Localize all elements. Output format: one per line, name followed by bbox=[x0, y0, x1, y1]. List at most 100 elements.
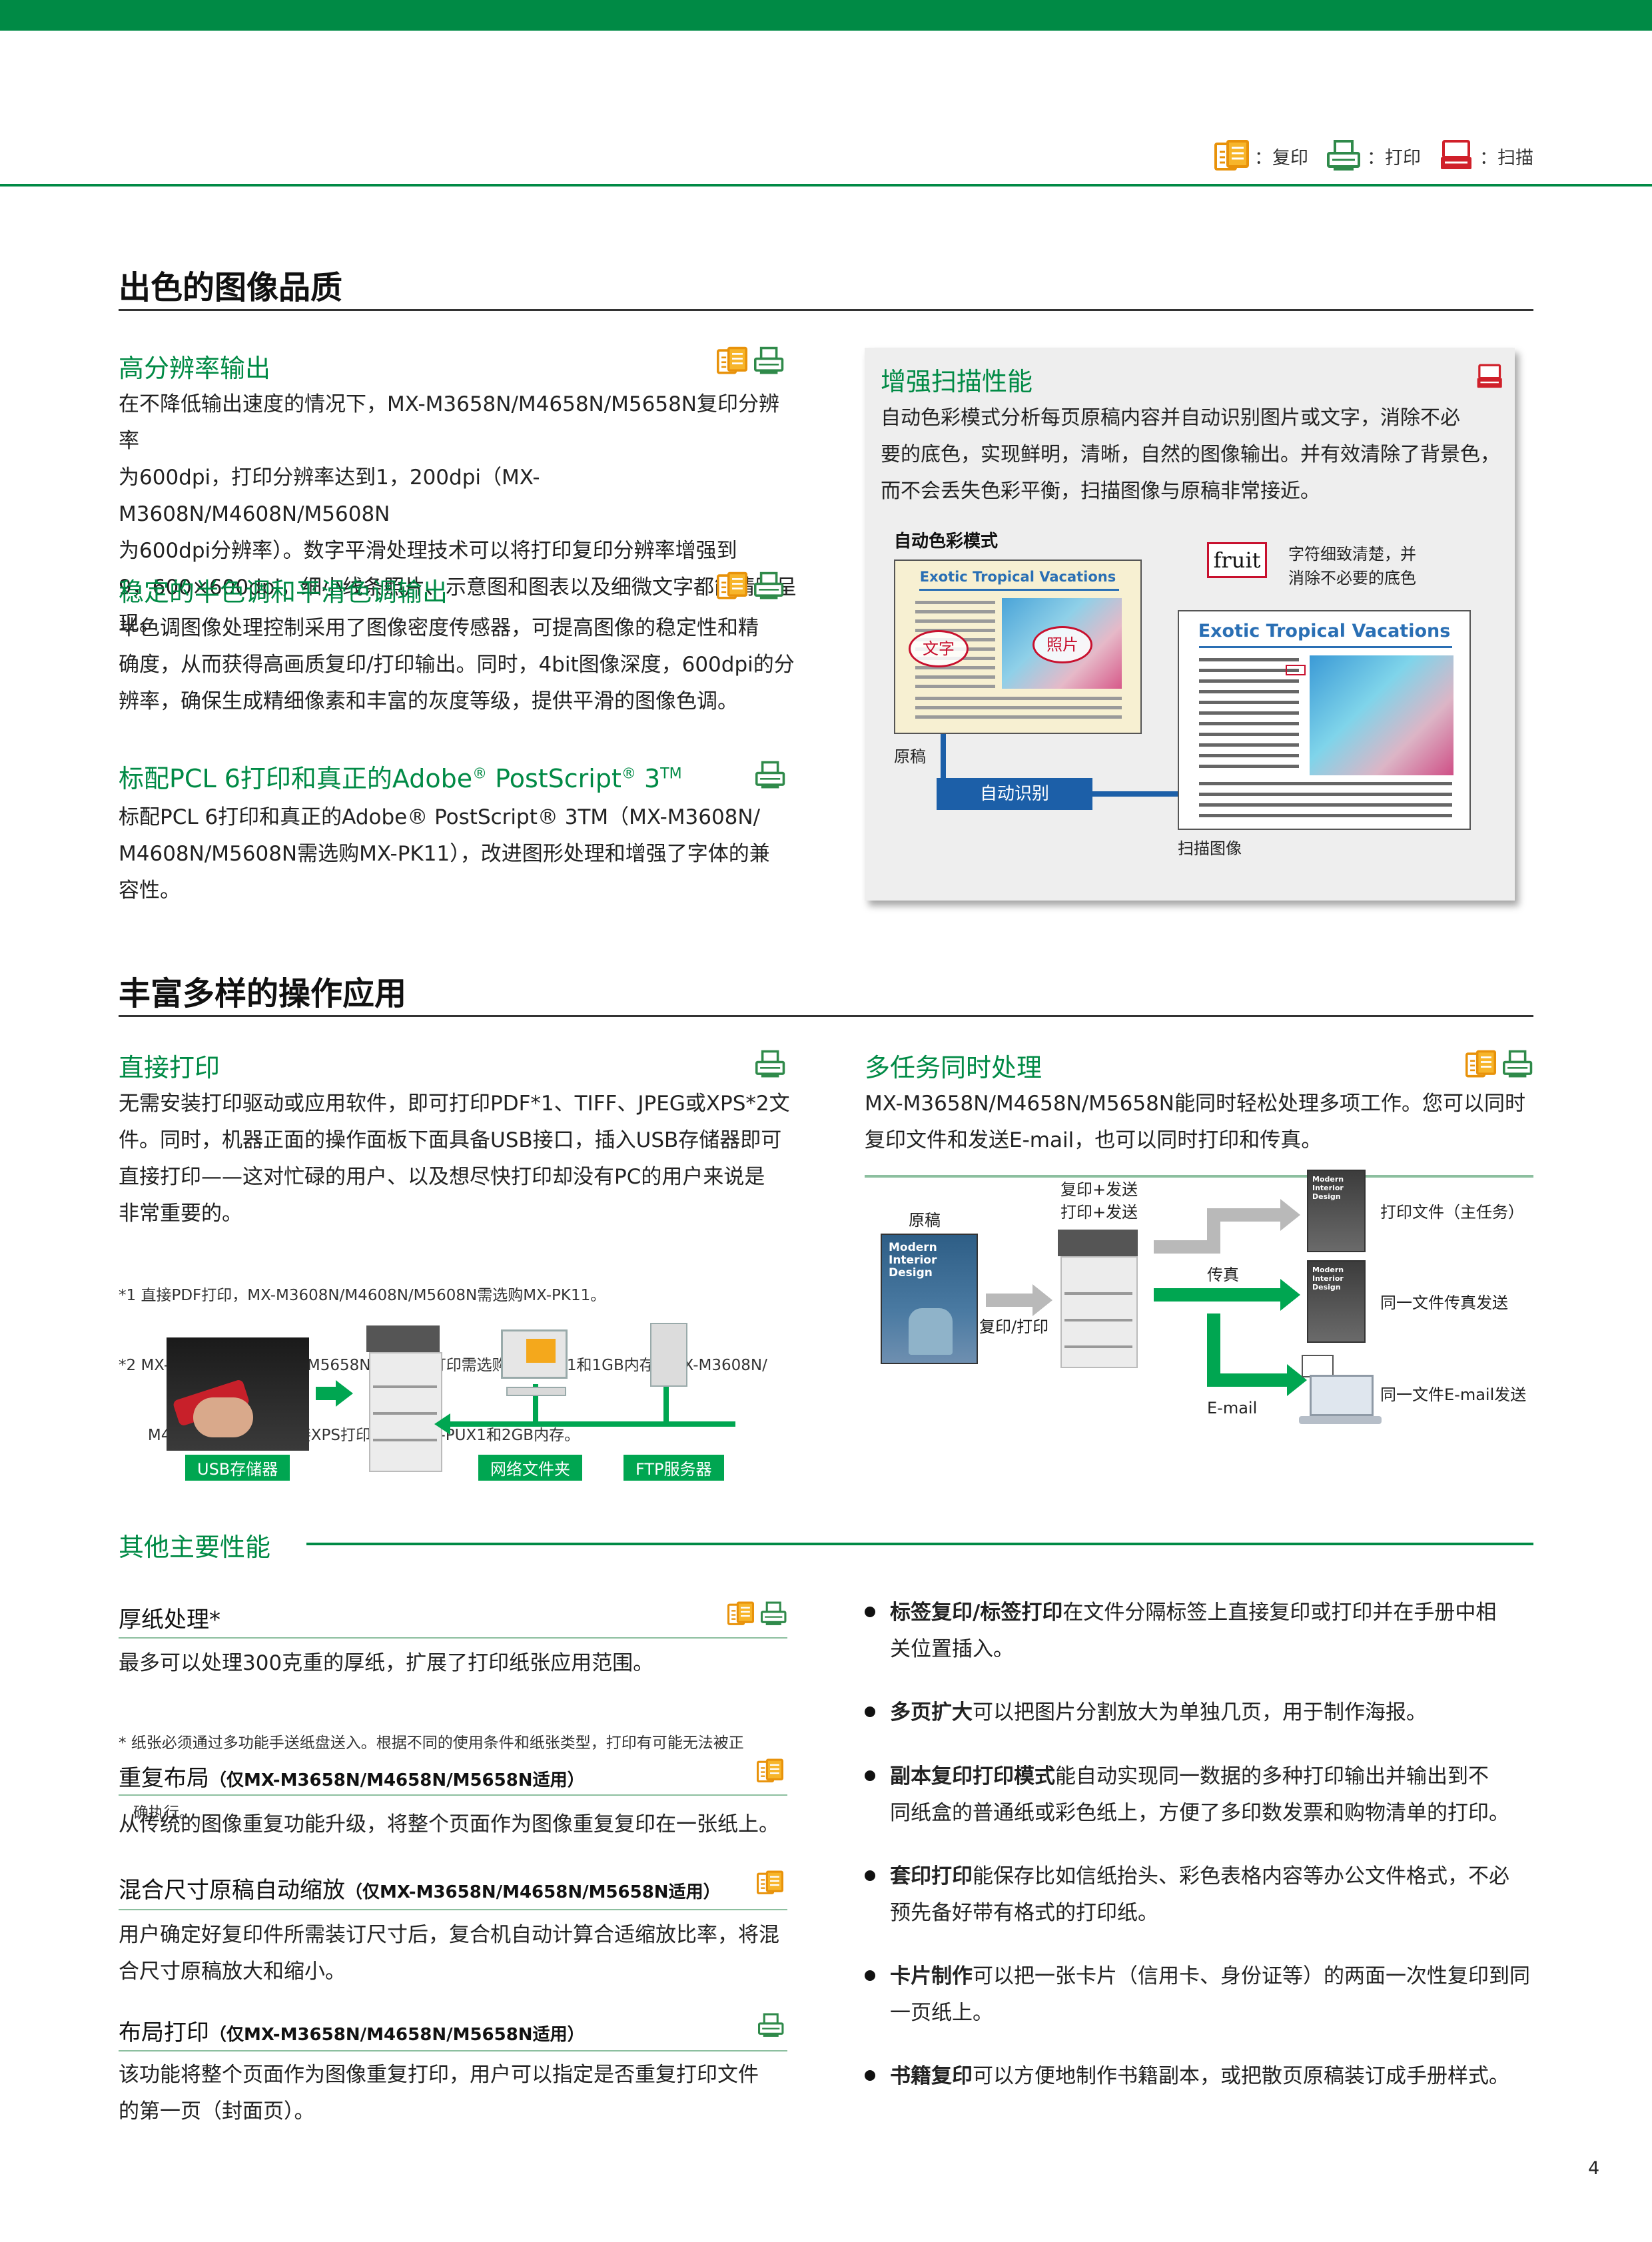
legend-scan: ：扫描 bbox=[1440, 140, 1533, 172]
auto-detect-label: 自动识别 bbox=[937, 778, 1092, 810]
feature-repeat-layout-title: 重复布局（仅MX-M3658N/M4658N/M5658N适用） bbox=[119, 1760, 585, 1792]
output-fax-thumb: Modern Interior Design bbox=[1307, 1260, 1366, 1343]
multitask-rule bbox=[865, 1175, 1533, 1178]
highlight-box bbox=[1286, 665, 1306, 675]
text-line: 非常重要的。 bbox=[119, 1202, 242, 1226]
scanned-label: 扫描图像 bbox=[1178, 839, 1242, 858]
mfp-scanner bbox=[1058, 1230, 1138, 1256]
scan-icon bbox=[1440, 140, 1473, 171]
copy-icon bbox=[757, 1870, 783, 1894]
original-label: 原稿 bbox=[894, 747, 926, 766]
title-sub: （仅MX-M3658N/M4658N/M5658N适用） bbox=[345, 1882, 721, 1902]
text-line: 9，600×600dpi，细小线条照片、示意图和图表以及细微文字都能清晰呈现。 bbox=[119, 575, 797, 636]
ftp-server-label: FTP服务器 bbox=[623, 1455, 724, 1481]
usb-label: USB存储器 bbox=[185, 1455, 290, 1481]
feature-icons bbox=[757, 1758, 783, 1784]
bullet-text-2: 一页纸上。 bbox=[890, 2001, 993, 2025]
thumb-title: Modern Interior Design bbox=[1312, 1175, 1344, 1201]
text-line: 自动色彩模式分析每页原稿内容并自动识别图片或文字，消除不必 bbox=[881, 406, 1460, 430]
section3-title: 其他主要性能 bbox=[119, 1533, 271, 1562]
feature-thick-paper-note: * 纸张必须通过多功能手送纸盘送入。根据不同的使用条件和纸张类型，打印有可能无法… bbox=[119, 1685, 744, 1848]
bullet-bold: 套印打印 bbox=[890, 1864, 973, 1888]
legend-scan-label: ：扫描 bbox=[1479, 147, 1533, 169]
text-line: 用户确定好复印件所需装订尺寸后，复合机自动计算合适缩放比率，将混 bbox=[119, 1923, 779, 1947]
feature-layout-print-text: 该功能将整个页面作为图像重复打印，用户可以指定是否重复打印文件 的第一页（封面页… bbox=[119, 2057, 791, 2130]
section1-rule bbox=[119, 309, 1533, 311]
feature-rule bbox=[119, 1909, 787, 1910]
list-item: 副本复印打印模式能自动实现同一数据的多种打印输出并输出到不同纸盒的普通纸或彩色纸… bbox=[865, 1758, 1537, 1858]
feature-icons bbox=[758, 2013, 785, 2038]
feature-mixed-size-text: 用户确定好复印件所需装订尺寸后，复合机自动计算合适缩放比率，将混 合尺寸原稿放大… bbox=[119, 1917, 791, 1990]
text-line: 为600dpi分辨率）。数字平滑处理技术可以将打印复印分辨率增强到 bbox=[119, 539, 737, 563]
bullet-text: 可以把一张卡片（信用卡、身份证等）的两面一次性复印到同 bbox=[973, 1964, 1530, 1988]
hand bbox=[193, 1397, 253, 1437]
bullet-text: 可以方便地制作书籍副本，或把散页原稿装订成手册样式。 bbox=[973, 2064, 1509, 2088]
section2-rule bbox=[119, 1015, 1533, 1017]
section3-rule bbox=[306, 1543, 1533, 1545]
bullet-bold: 卡片制作 bbox=[890, 1964, 973, 1988]
feature-icons bbox=[1465, 1050, 1533, 1079]
feature-text-direct-print: 无需安装打印驱动或应用软件，即可打印PDF*1、TIFF、JPEG或XPS*2文… bbox=[119, 1086, 798, 1232]
email-arrow bbox=[1207, 1373, 1287, 1387]
feature-text-halftone: 半色调图像处理控制采用了图像密度传感器，可提高图像的稳定性和精 确度，从而获得高… bbox=[119, 610, 798, 720]
original-document: Exotic Tropical Vacations 文字 照片 bbox=[894, 560, 1142, 734]
feature-title-pcl: 标配PCL 6打印和真正的Adobe® PostScript® 3TM bbox=[119, 758, 682, 795]
scanned-document: Exotic Tropical Vacations bbox=[1178, 610, 1471, 830]
bullet-bold: 多页扩大 bbox=[890, 1700, 973, 1724]
photo-tag: 照片 bbox=[1032, 626, 1092, 663]
bullet-text-2: 关位置插入。 bbox=[890, 1637, 1014, 1661]
print-icon bbox=[755, 761, 785, 790]
output-print-thumb: Modern Interior Design bbox=[1307, 1170, 1366, 1252]
bullet-icon bbox=[865, 1970, 875, 1981]
section1-title: 出色的图像品质 bbox=[119, 269, 343, 306]
arrow-left-icon bbox=[434, 1413, 450, 1435]
feature-icons bbox=[727, 1601, 787, 1627]
reg-mark: ® bbox=[621, 765, 636, 783]
text-line: 而不会丢失色彩平衡，扫描图像与原稿非常接近。 bbox=[881, 480, 1320, 503]
copy-icon bbox=[757, 1758, 783, 1782]
text-line: 半色调图像处理控制采用了图像密度传感器，可提高图像的稳定性和精 bbox=[119, 616, 759, 640]
envelope-icon bbox=[1302, 1355, 1334, 1377]
feature-rule bbox=[119, 1794, 787, 1796]
text-line: 直接打印——这对忙碌的用户、以及想尽快打印却没有PC的用户来说是 bbox=[119, 1165, 765, 1189]
text-line: 容性。 bbox=[119, 879, 181, 903]
list-item: 多页扩大可以把图片分割放大为单独几页，用于制作海报。 bbox=[865, 1694, 1537, 1758]
list-item: 卡片制作可以把一张卡片（信用卡、身份证等）的两面一次性复印到同一页纸上。 bbox=[865, 1958, 1537, 2058]
feature-rule bbox=[119, 1637, 787, 1639]
title-underline bbox=[919, 589, 1119, 591]
bullet-text-2: 预先备好带有格式的打印纸。 bbox=[890, 1901, 1158, 1925]
text-line: 的第一页（封面页）。 bbox=[119, 2099, 315, 2123]
note-line: 确执行。 bbox=[119, 1804, 195, 1822]
output-email-label: 同一文件E-mail发送 bbox=[1380, 1385, 1527, 1404]
copy-icon bbox=[727, 1601, 754, 1625]
list-item: 套印打印能保存比如信纸抬头、彩色表格内容等办公文件格式，不必预先备好带有格式的打… bbox=[865, 1858, 1537, 1958]
text-line: 复印文件和发送E-mail，也可以同时打印和传真。 bbox=[865, 1128, 1322, 1152]
note-line: * 纸张必须通过多功能手送纸盘送入。根据不同的使用条件和纸张类型，打印有可能无法… bbox=[119, 1734, 744, 1752]
arrow-right-icon bbox=[336, 1380, 353, 1407]
scanned-doc-title: Exotic Tropical Vacations bbox=[1198, 621, 1451, 641]
copy-send-label: 复印+发送 bbox=[1060, 1180, 1138, 1199]
text-line: MX-M3658N/M4658N/M5658N能同时轻松处理多项工作。您可以同时 bbox=[865, 1092, 1525, 1116]
text-line: 该功能将整个页面作为图像重复打印，用户可以指定是否重复打印文件 bbox=[119, 2063, 759, 2087]
bullet-bold: 书籍复印 bbox=[890, 2064, 973, 2088]
fruit-sample: fruit bbox=[1207, 542, 1267, 578]
title-sub: （仅MX-M3658N/M4658N/M5658N适用） bbox=[209, 1770, 585, 1790]
multi-original-label: 原稿 bbox=[909, 1211, 941, 1230]
bullet-bold: 标签复印/标签打印 bbox=[890, 1601, 1063, 1625]
fax-arrow bbox=[1154, 1288, 1280, 1302]
legend-print: ：打印 bbox=[1327, 140, 1421, 172]
bullet-bold: 副本复印打印模式 bbox=[890, 1764, 1055, 1788]
print-icon bbox=[754, 346, 784, 376]
feature-icons bbox=[757, 1870, 783, 1896]
legend-copy: ：复印 bbox=[1214, 140, 1308, 172]
text-line: 辨率，确保生成精细像素和丰富的灰度等级，提供平滑的图像色调。 bbox=[119, 689, 738, 713]
print-icon bbox=[758, 2013, 784, 2038]
note-line: *1 直接PDF打印，MX-M3608N/M4608N/M5608N需选购MX-… bbox=[119, 1287, 606, 1304]
list-item: 书籍复印可以方便地制作书籍副本，或把散页原稿装订成手册样式。 bbox=[865, 2058, 1537, 2122]
icon-legend: ：复印 ：打印 ：扫描 bbox=[1214, 140, 1533, 172]
title-underline bbox=[1199, 646, 1452, 648]
arrow-right-icon bbox=[1280, 1199, 1300, 1231]
header-divider bbox=[0, 184, 1652, 187]
arrow-shaft bbox=[316, 1387, 336, 1400]
text-line: 在不降低输出速度的情况下，MX-M3658N/M4658N/M5658N复印分辨… bbox=[119, 392, 779, 453]
